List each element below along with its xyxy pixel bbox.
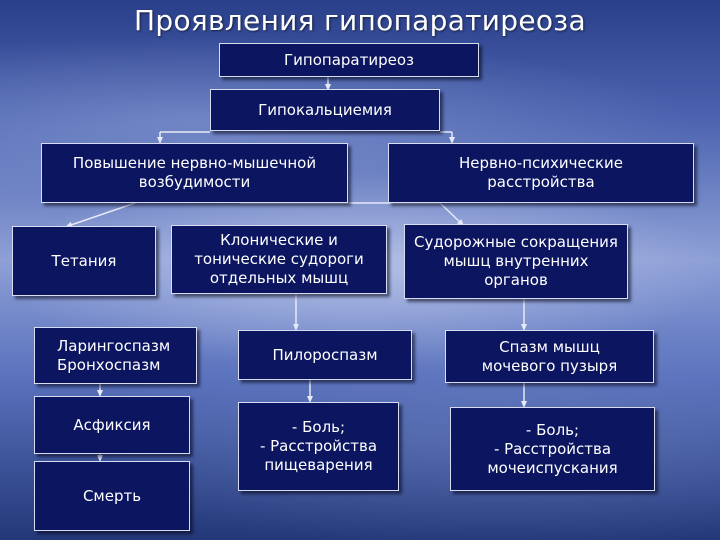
node-death: Смерть	[34, 461, 190, 531]
node-hypocalcemia: Гипокальциемия	[210, 89, 440, 131]
node-hypoparathyroidism: Гипопаратиреоз	[219, 43, 479, 77]
node-neuropsychic-disorders: Нервно-психические расстройства	[388, 143, 694, 203]
node-bladder-spasm: Спазм мышц мочевого пузыря	[445, 330, 654, 383]
node-clonic-tonic-seizures: Клонические и тонические судороги отдель…	[171, 225, 387, 294]
node-tetany: Тетания	[12, 226, 156, 296]
node-pylorospasm: Пилороспазм	[238, 330, 412, 380]
node-asphyxia: Асфиксия	[34, 396, 190, 454]
node-pain-urination: - Боль; - Расстройства мочеиспускания	[450, 407, 655, 491]
arrow-to-visceral	[439, 202, 465, 227]
node-neuromuscular-excitability: Повышение нервно-мышечной возбудимости	[41, 143, 348, 203]
node-laryngo-bronchospasm: Ларингоспазм Бронхоспазм	[34, 327, 197, 384]
arrow-to-tetany	[65, 202, 136, 228]
node-pain-digestion: - Боль; - Расстройства пищеварения	[238, 402, 399, 491]
node-visceral-muscle-spasms: Судорожные сокращения мышц внутренних ор…	[404, 224, 628, 299]
page-title: Проявления гипопаратиреоза	[134, 4, 586, 37]
